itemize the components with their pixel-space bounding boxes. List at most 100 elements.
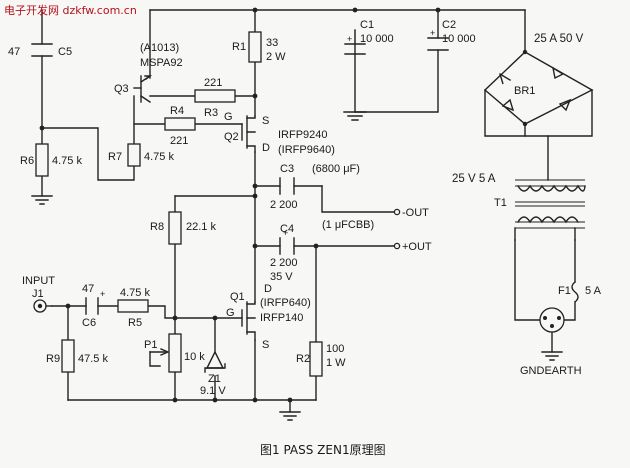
label-r7: R7	[108, 151, 122, 163]
label-q2-g: G	[224, 111, 233, 123]
minus-out-lead	[321, 185, 396, 213]
resistor-r7	[127, 143, 141, 167]
label-r4: R4	[170, 105, 184, 117]
label-c3: C3	[280, 163, 294, 175]
resistor-r6	[35, 143, 49, 177]
label-r4-value: 221	[170, 135, 188, 147]
zener-z1	[204, 350, 226, 373]
ground-symbols	[31, 111, 367, 421]
fuse-to-earth	[563, 301, 576, 321]
capacitor-c1: +	[344, 30, 366, 55]
resistor-r4	[164, 117, 196, 131]
label-r5: R5	[128, 317, 142, 329]
label-r3-value: 221	[204, 77, 222, 89]
label-p1-value: 10 k	[184, 351, 205, 363]
svg-text:+: +	[347, 34, 352, 44]
label-c4-voltage: 35 V	[270, 271, 293, 283]
label-br1: BR1	[514, 85, 535, 97]
label-q2-s: S	[262, 115, 269, 127]
label-c1-value: 10 000	[360, 33, 394, 45]
label-c2-value: 10 000	[442, 33, 476, 45]
wires	[41, 9, 593, 413]
label-minus-out: -OUT	[402, 207, 429, 219]
junctions	[39, 7, 441, 403]
label-transformer-rating: 25 V 5 A	[452, 173, 496, 185]
label-q2-part: IRFP9240	[278, 129, 328, 141]
capacitor-c5	[31, 43, 53, 57]
svg-text:+: +	[430, 28, 435, 38]
transformer-t1	[514, 179, 586, 241]
bridge-ac-feed	[484, 89, 593, 137]
label-q1-d: D	[264, 283, 272, 295]
label-p1: P1	[144, 339, 157, 351]
label-c6: C6	[82, 317, 96, 329]
resistor-r3	[194, 89, 236, 103]
label-c2: C2	[442, 19, 456, 31]
label-c1: C1	[360, 19, 374, 31]
capacitor-c3	[279, 177, 295, 195]
secondary-left	[514, 239, 541, 321]
label-q1: Q1	[230, 291, 245, 303]
label-bridge-rating: 25 A 50 V	[534, 33, 584, 45]
label-j1: J1	[32, 288, 44, 300]
label-r1: R1	[232, 41, 246, 53]
label-r2: R2	[296, 353, 310, 365]
label-r6: R6	[20, 155, 34, 167]
label-c4-value: 2 200	[270, 257, 298, 269]
label-t1: T1	[494, 197, 507, 209]
label-plus-out: +OUT	[402, 241, 432, 253]
r6-r7-link	[41, 127, 135, 181]
capacitor-c2: +	[427, 28, 449, 51]
label-r9: R9	[46, 353, 60, 365]
resistor-r1	[248, 31, 262, 63]
label-f1-value: 5 A	[585, 285, 602, 297]
label-c3-note: (1 μFCBB)	[322, 219, 374, 231]
label-r2-value: 100	[326, 343, 344, 355]
label-c3-alt: (6800 μF)	[312, 163, 360, 175]
c2-ground-lead	[354, 49, 439, 113]
capacitor-c6: +	[85, 289, 105, 315]
label-r1-value: 33	[266, 37, 278, 49]
figure-caption: 图1 PASS ZEN1原理图	[260, 443, 386, 457]
label-r1-power: 2 W	[266, 51, 286, 63]
mosfet-q1	[241, 301, 256, 341]
capacitor-c4: +	[279, 228, 295, 255]
label-q2-part-alt: (IRFP9640)	[278, 144, 335, 156]
labels: 电子开发网 dzkfw.com.cn 47 C5 (A1013) MSPA92 …	[4, 3, 602, 457]
label-r8: R8	[150, 221, 164, 233]
label-r3: R3	[204, 107, 218, 119]
output-terminals	[393, 208, 401, 250]
resistor-r5	[117, 299, 149, 313]
label-q3: Q3	[114, 83, 129, 95]
earth-socket	[539, 307, 565, 361]
label-q3-part-alt: (A1013)	[140, 42, 179, 54]
r5-to-gate-node	[147, 305, 216, 319]
svg-text:+: +	[283, 228, 288, 238]
label-gndearth: GNDEARTH	[520, 365, 582, 377]
label-c6-value: 47	[82, 283, 94, 295]
potentiometer-p1	[149, 333, 182, 373]
label-r7-value: 4.75 k	[144, 151, 174, 163]
fuse-f1	[571, 281, 579, 303]
label-r2-power: 1 W	[326, 357, 346, 369]
input-jack-j1	[33, 299, 53, 313]
label-c5-value: 47	[8, 46, 20, 58]
transistor-q3	[133, 75, 153, 103]
label-c3-value: 2 200	[270, 199, 298, 211]
label-r9-value: 47.5 k	[78, 353, 108, 365]
label-q1-part: IRFP140	[260, 312, 303, 324]
label-r8-value: 22.1 k	[186, 221, 216, 233]
label-f1: F1	[558, 285, 571, 297]
label-c4: C4	[280, 223, 294, 235]
resistor-r8	[168, 211, 182, 245]
label-z1-value: 9.1 V	[200, 385, 226, 397]
label-r5-value: 4.75 k	[120, 287, 150, 299]
bridge-rectifier-br1	[483, 49, 594, 127]
label-q1-g: G	[226, 307, 235, 319]
resistor-r9	[61, 339, 75, 373]
label-q1-part-alt: (IRFP640)	[260, 297, 311, 309]
watermark-text: 电子开发网 dzkfw.com.cn	[4, 3, 137, 17]
label-q2-d: D	[262, 142, 270, 154]
